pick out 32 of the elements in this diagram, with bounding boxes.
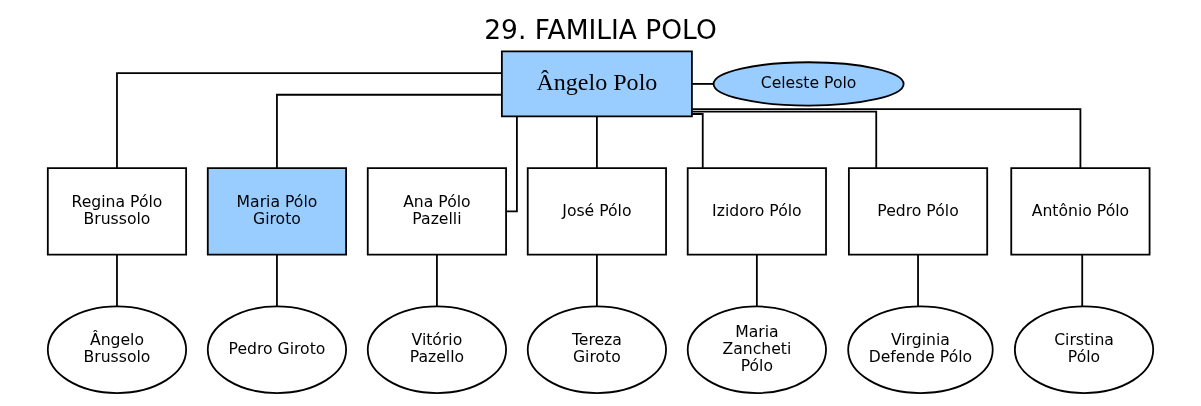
node-ellipse: Maria Zancheti Pólo [686, 305, 827, 394]
connector [755, 253, 758, 307]
connector [1081, 253, 1084, 307]
connector [596, 253, 598, 307]
connector [691, 83, 715, 85]
node-ellipse: Ângelo Brussolo [46, 305, 188, 394]
node-box: Ângelo Polo [500, 50, 693, 118]
node-box: Ana Pólo Pazelli [366, 167, 507, 256]
node-ellipse: Pedro Giroto [206, 305, 347, 394]
connector [691, 108, 1082, 169]
node-box: Izidoro Pólo [686, 167, 827, 256]
node-box: Regina Pólo Brussolo [46, 167, 188, 256]
connector [116, 72, 503, 169]
connector [116, 253, 118, 307]
node-box: Pedro Pólo [848, 167, 989, 256]
node-box: Antônio Pólo [1010, 167, 1151, 256]
node-ellipse: Cirstina Pólo [1013, 305, 1155, 394]
connector [276, 93, 503, 169]
node-ellipse: Vitório Pazello [366, 305, 507, 394]
connector [505, 115, 518, 213]
node-box: José Pólo [526, 167, 667, 256]
connector [596, 115, 598, 169]
connector [276, 253, 278, 307]
node-ellipse: Celeste Polo [712, 61, 905, 107]
node-box: Maria Pólo Giroto [206, 167, 347, 256]
node-ellipse: Virginia Defende Pólo [847, 305, 994, 394]
node-ellipse: Tereza Giroto [526, 305, 667, 394]
diagram-title: 29. FAMILIA POLO [484, 13, 717, 45]
connector [691, 113, 704, 169]
connector [917, 253, 919, 307]
connector [691, 110, 878, 169]
connector [436, 253, 438, 307]
